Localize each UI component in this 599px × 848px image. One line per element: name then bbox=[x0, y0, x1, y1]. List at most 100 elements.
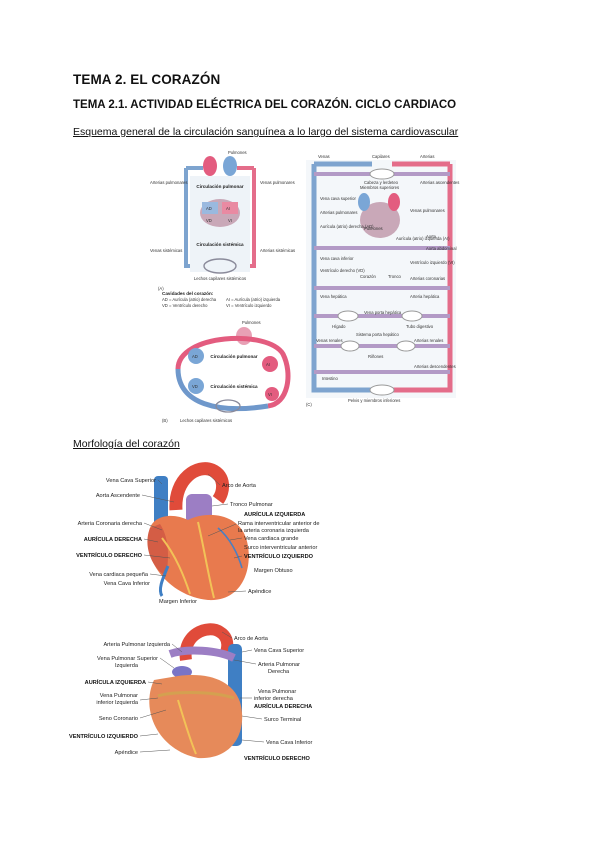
kidney-right-c bbox=[396, 340, 416, 352]
label-arterias-sist-a: Arterias sistémicas bbox=[260, 248, 295, 253]
label-pulmones-a: Pulmones bbox=[228, 150, 247, 155]
heart-posterior-view: Arteria Pulmonar Izquierda Vena Pulmonar… bbox=[69, 623, 312, 762]
h1-vena-card-grande: Vena cardiaca grande bbox=[244, 536, 298, 542]
h2-seno-coronario: Seno Coronario bbox=[99, 716, 138, 722]
legend-ai: AI = Aurícula (atrio) izquierda bbox=[226, 297, 281, 302]
label-aorta-c: Aorta bbox=[426, 234, 437, 239]
label-cabeza-c: Cabeza y lerdeteo bbox=[364, 180, 399, 185]
label-vd-a: VD bbox=[206, 218, 212, 223]
label-ai-b: AI bbox=[266, 362, 270, 367]
label-arterias-renales-c: Arterias renales bbox=[414, 338, 443, 343]
label-auricula-der-c: Aurícula (atrio) derecha (AD) bbox=[320, 224, 374, 229]
liver-c bbox=[337, 310, 359, 322]
h2-auricula-izq: AURÍCULA IZQUIERDA bbox=[85, 678, 146, 686]
h1-surco-inter: Surco interventricular anterior bbox=[244, 545, 318, 551]
cavities-legend-a: AD = Aurícula (atrio) derecha AI = Auríc… bbox=[162, 297, 281, 308]
label-letter-b: (B) bbox=[162, 418, 168, 423]
h2-arco-aorta: Arco de Aorta bbox=[234, 636, 269, 642]
h1-aorta-asc: Aorta Ascendente bbox=[96, 493, 140, 499]
h1-ventriculo-izq: VENTRÍCULO IZQUIERDO bbox=[244, 552, 314, 560]
page-title: TEMA 2. EL CORAZÓN bbox=[73, 72, 221, 87]
chamber-ad-b bbox=[188, 348, 204, 364]
label-circ-pulm-a: Circulación pulmonar bbox=[196, 184, 243, 189]
h1-auricula-der: AURÍCULA DERECHA bbox=[84, 535, 142, 543]
h1-vena-cava-inf: Vena Cava Inferior bbox=[104, 581, 150, 587]
h1-apendice: Apéndice bbox=[248, 589, 271, 595]
label-auricula-izq-c: Aurícula (atrio) izquierda (AI) bbox=[396, 236, 450, 241]
label-ad-b: AD bbox=[192, 354, 198, 359]
artery-loop-b bbox=[175, 335, 291, 409]
label-arterias-desc-c: Arterias descendentes bbox=[414, 364, 456, 369]
label-circ-sist-a: Circulación sistémica bbox=[196, 242, 244, 247]
label-letter-a: (A) bbox=[158, 286, 164, 291]
label-ventriculo-der-c: Ventrículo derecho (VD) bbox=[320, 268, 365, 273]
h2-vena-pulm-der-1: Vena Pulmonar bbox=[258, 689, 296, 695]
h1-rama-1: Rama interventricular anterior de bbox=[238, 521, 319, 527]
label-ventriculo-izq-c: Ventrículo izquierdo (VI) bbox=[410, 260, 455, 265]
section-title: TEMA 2.1. ACTIVIDAD ELÉCTRICA DEL CORAZÓ… bbox=[73, 99, 457, 111]
label-arterias-c: Arterias bbox=[420, 154, 434, 159]
h2-ventriculo-der: VENTRÍCULO DERECHO bbox=[244, 754, 311, 762]
artery-trunk-c bbox=[382, 164, 453, 393]
h2-vena-pulm-sup-2: Izquierda bbox=[115, 663, 139, 669]
h2-art-pulm-der-2: Derecha bbox=[268, 669, 290, 675]
label-vena-hepatica-c: Vena hepática bbox=[320, 294, 347, 299]
label-venas-pulm-a: Venas pulmonares bbox=[260, 180, 295, 185]
chamber-vd-b bbox=[188, 378, 204, 394]
label-vi-b: VI bbox=[268, 392, 272, 397]
circulation-diagram-b: Pulmones AD VD AI VI Circulación pulmona… bbox=[162, 320, 291, 423]
label-capilares-c: Capilares bbox=[372, 154, 390, 159]
label-arteria-hepatica-c: Arteria hepática bbox=[410, 294, 440, 299]
label-rinones-c: Riñones bbox=[368, 354, 383, 359]
heart-body-1 bbox=[147, 514, 249, 601]
circulation-heading: Esquema general de la circulación sanguí… bbox=[73, 126, 459, 138]
heart-c bbox=[360, 202, 400, 238]
label-tronco-c: Tronco bbox=[388, 274, 402, 279]
label-vena-porta-c: Vena porta hepática bbox=[364, 310, 402, 315]
label-pulmones-c: Pulmones bbox=[364, 226, 383, 231]
label-venas-c: Venas bbox=[318, 154, 330, 159]
legend-ad: AD = Aurícula (atrio) derecha bbox=[162, 297, 217, 302]
h1-arteria-cor-der: Arteria Coronaria derecha bbox=[78, 521, 143, 527]
label-vd-b: VD bbox=[192, 384, 198, 389]
organ-loops-c bbox=[314, 172, 450, 374]
h2-vena-cava-inf: Vena Cava Inferior bbox=[266, 740, 312, 746]
label-venas-renales-c: Venas renales bbox=[316, 338, 343, 343]
capillary-bed-b bbox=[215, 399, 241, 413]
label-vena-cava-sup-c: Vena cava superior bbox=[320, 196, 356, 201]
h2-auricula-der: AURÍCULA DERECHA bbox=[254, 702, 312, 710]
h2-vena-pulm-inf-1: Vena Pulmonar bbox=[100, 693, 138, 699]
label-lechos-a: Lechos capilares sistémicos bbox=[194, 276, 246, 281]
label-miembros-c: Miembros superiores bbox=[360, 185, 399, 190]
h1-auricula-izq: AURÍCULA IZQUIERDA bbox=[244, 510, 305, 518]
legend-vi: VI = Ventrículo izquierdo bbox=[226, 303, 272, 308]
vein-trunk-c bbox=[311, 164, 380, 393]
label-ad-a: AD bbox=[206, 206, 212, 211]
label-sistema-porta-c: Sistema porta hepático bbox=[356, 332, 400, 337]
h2-art-pulm-der-1: Arteria Pulmonar bbox=[258, 662, 300, 668]
h1-ventriculo-der: VENTRÍCULO DERECHO bbox=[76, 551, 143, 559]
label-cavidades-title: Cavidades del corazón: bbox=[162, 291, 214, 296]
capillary-bed-a bbox=[203, 258, 237, 274]
leader-lines-1 bbox=[141, 473, 247, 593]
chamber-vi-b bbox=[265, 387, 279, 401]
label-tubo-digestivo-c: Tubo digestivo bbox=[406, 324, 434, 329]
gut-c bbox=[401, 310, 423, 322]
h2-ventriculo-izq: VENTRÍCULO IZQUIERDO bbox=[69, 732, 139, 740]
h2-vena-cava-sup: Vena Cava Superior bbox=[254, 648, 304, 654]
h2-surco-terminal: Surco Terminal bbox=[264, 717, 301, 723]
h1-tronco-pulm: Tronco Pulmonar bbox=[230, 502, 273, 508]
label-corazon-c: Corazón bbox=[360, 274, 376, 279]
label-venas-pulm-c: Venas pulmonares bbox=[410, 208, 445, 213]
vein-loop-b bbox=[175, 368, 269, 412]
h2-art-pulm-izq: Arteria Pulmonar Izquierda bbox=[103, 642, 170, 648]
h2-vena-pulm-der-2: inferior derecha bbox=[254, 696, 294, 702]
label-circ-pulm-b: Circulación pulmonar bbox=[210, 354, 257, 359]
h1-margen-obtuso: Margen Obtuso bbox=[254, 568, 293, 574]
label-ai-a: AI bbox=[226, 206, 230, 211]
label-pulmones-b: Pulmones bbox=[242, 320, 261, 325]
lung-left-a bbox=[203, 156, 217, 176]
h2-vena-pulm-sup-1: Vena Pulmonar Superior bbox=[97, 656, 158, 662]
morphology-heading: Morfología del corazón bbox=[73, 438, 180, 450]
label-arterias-coronarias-c: Arterias coronarias bbox=[410, 276, 445, 281]
